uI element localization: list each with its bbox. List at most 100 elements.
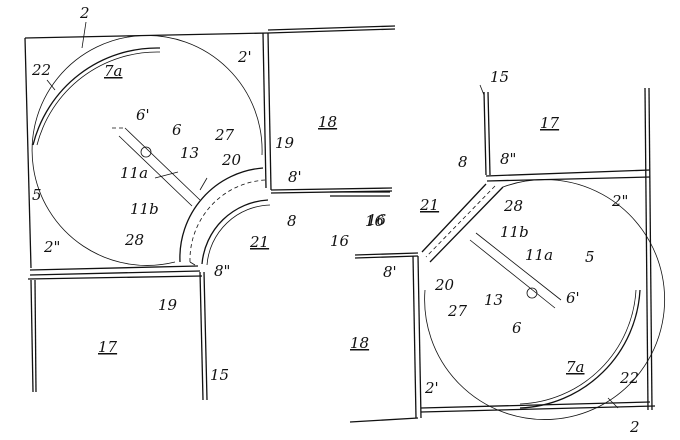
arm-11-lower [118, 135, 193, 207]
wall-2dprime-bottom [486, 176, 651, 182]
label-21: 21 [419, 196, 439, 214]
label-6: 6 [172, 121, 182, 139]
label-28: 28 [124, 231, 144, 249]
label-2prime: 2' [424, 379, 439, 397]
seal-22-inner [519, 289, 637, 405]
label-11b: 11b [500, 223, 529, 241]
label-8dprime: 8" [214, 262, 230, 280]
room-17-top [27, 275, 203, 280]
seal-22-outer [32, 47, 161, 146]
leader-22 [46, 79, 56, 91]
label-20: 20 [221, 151, 242, 169]
room-17-left2 [34, 279, 37, 393]
label-18: 18 [350, 334, 369, 352]
label-8: 8 [458, 153, 468, 171]
label-8prime: 8' [383, 263, 397, 281]
wall-2prime-outer [267, 32, 272, 191]
label-2dprime: 2" [43, 238, 60, 256]
track-inner [429, 186, 504, 263]
curved-track-inner [201, 199, 269, 265]
wall-2prime [412, 255, 417, 419]
leader-15 [479, 84, 485, 96]
track-dashed [425, 185, 496, 258]
disc-7a-outline [424, 179, 665, 420]
label-11b: 11b [130, 200, 159, 218]
room-17-right [199, 271, 204, 401]
curved-track-outer [179, 167, 264, 263]
seal-22-outer [519, 289, 641, 409]
label-7a: 7a [566, 358, 585, 376]
leader-2 [607, 397, 619, 409]
label-2: 2 [629, 418, 640, 436]
label-6: 6 [512, 319, 522, 337]
seal-22-inner [36, 51, 161, 146]
room-18-bottom [349, 417, 419, 423]
label-6prime: 6' [566, 289, 580, 307]
label-8dprime: 8" [500, 150, 516, 168]
label-8prime: 8' [288, 168, 302, 186]
label-17: 17 [540, 114, 560, 132]
label-19-top: 19 [275, 134, 295, 152]
label-5: 5 [585, 248, 595, 266]
label-16-b: 16 [330, 232, 350, 250]
wall-2dprime-bottom [29, 270, 201, 276]
frame-right2 [648, 87, 653, 411]
arm-11-lower [475, 232, 562, 301]
frame-bottom [420, 405, 656, 413]
room-17-left [483, 91, 487, 176]
pivot-6 [140, 146, 152, 158]
arm-11-upper [469, 239, 556, 309]
frame-right [644, 87, 649, 411]
label-8: 8 [287, 212, 297, 230]
leader-2 [81, 21, 87, 49]
room-17-left2 [487, 91, 491, 176]
label-20: 20 [434, 276, 455, 294]
curved-track-dashed [189, 179, 266, 263]
room-17-left [30, 279, 34, 393]
pivot-6 [526, 287, 538, 299]
label-13: 13 [484, 291, 503, 309]
label-2: 2 [79, 4, 90, 22]
wall-2dprime-top [485, 169, 651, 177]
label-13: 13 [180, 144, 199, 162]
label-11a: 11a [120, 164, 148, 182]
label-17: 17 [98, 338, 118, 356]
label-15: 15 [490, 68, 509, 86]
room-18-top2 [267, 28, 396, 34]
room-18-top [267, 25, 396, 31]
wall-2prime2 [417, 255, 422, 419]
right-view: 15 17 8 8" 2" 21 28 16 16 11b 8' 11a 5 2… [330, 68, 665, 436]
label-18: 18 [318, 113, 337, 131]
wall-16-lower [354, 252, 419, 256]
wall-16-lower2 [354, 255, 419, 259]
leader-11b [154, 171, 179, 179]
arm-11-upper [124, 127, 201, 201]
label-22: 22 [619, 369, 639, 387]
wall-2dprime-top [29, 265, 199, 271]
label-16: 16 [367, 211, 387, 229]
label-27: 27 [214, 126, 235, 144]
label-2prime: 2' [237, 48, 252, 66]
leader-19b [189, 261, 196, 266]
leader-27 [199, 177, 208, 191]
room-17-right2 [203, 271, 208, 401]
label-21: 21 [249, 233, 269, 251]
frame-bottom2 [420, 401, 651, 409]
label-2dprime: 2" [611, 192, 628, 210]
frame-left-edge [24, 37, 32, 269]
label-19-bottom: 19 [158, 296, 178, 314]
label-27: 27 [447, 302, 468, 320]
left-view: 2 22 7a 2' 6' 6 13 11a 27 20 19 18 5 11b… [24, 4, 396, 401]
label-5: 5 [32, 186, 42, 204]
label-15: 15 [210, 366, 229, 384]
label-22: 22 [31, 61, 51, 79]
room-18-bottom [270, 187, 393, 191]
label-7a: 7a [104, 62, 123, 80]
label-6prime: 6' [136, 106, 150, 124]
disc-7a-outline [31, 35, 263, 266]
wall-2prime-inner [262, 32, 267, 189]
track-outer [421, 183, 487, 253]
label-28: 28 [503, 197, 523, 215]
label-16-a: 16 [365, 212, 385, 230]
